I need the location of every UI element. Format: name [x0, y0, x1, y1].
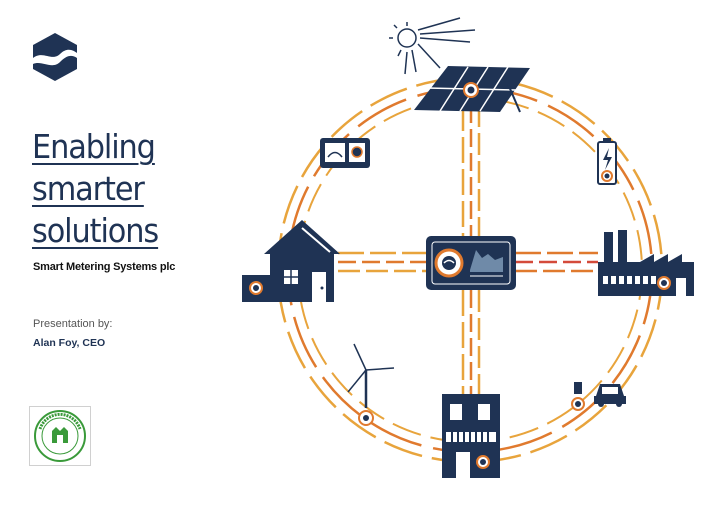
wind-turbine-icon: [347, 343, 395, 426]
network-spokes: [338, 105, 598, 395]
house-icon: [242, 220, 340, 302]
factory-icon: [598, 230, 694, 296]
logo-icon: [33, 33, 77, 81]
presenter-name: Alan Foy, CEO: [33, 337, 106, 349]
sun-icon: [389, 17, 476, 75]
building-icon: [442, 394, 500, 478]
smart-meter-icon: [426, 236, 516, 290]
title-line-2: solutions: [32, 211, 159, 250]
meter-box-icon: [320, 138, 370, 168]
green-economy-badge: [29, 406, 91, 466]
page-title: Enabling smarter solutions: [32, 126, 262, 252]
solar-panel-icon: [414, 66, 530, 113]
presentation-label: Presentation by:: [33, 318, 113, 330]
title-line-1: Enabling smarter: [32, 127, 156, 208]
company-name: Smart Metering Systems plc: [33, 261, 176, 273]
car-icon: [571, 382, 626, 411]
battery-icon: [597, 138, 617, 185]
